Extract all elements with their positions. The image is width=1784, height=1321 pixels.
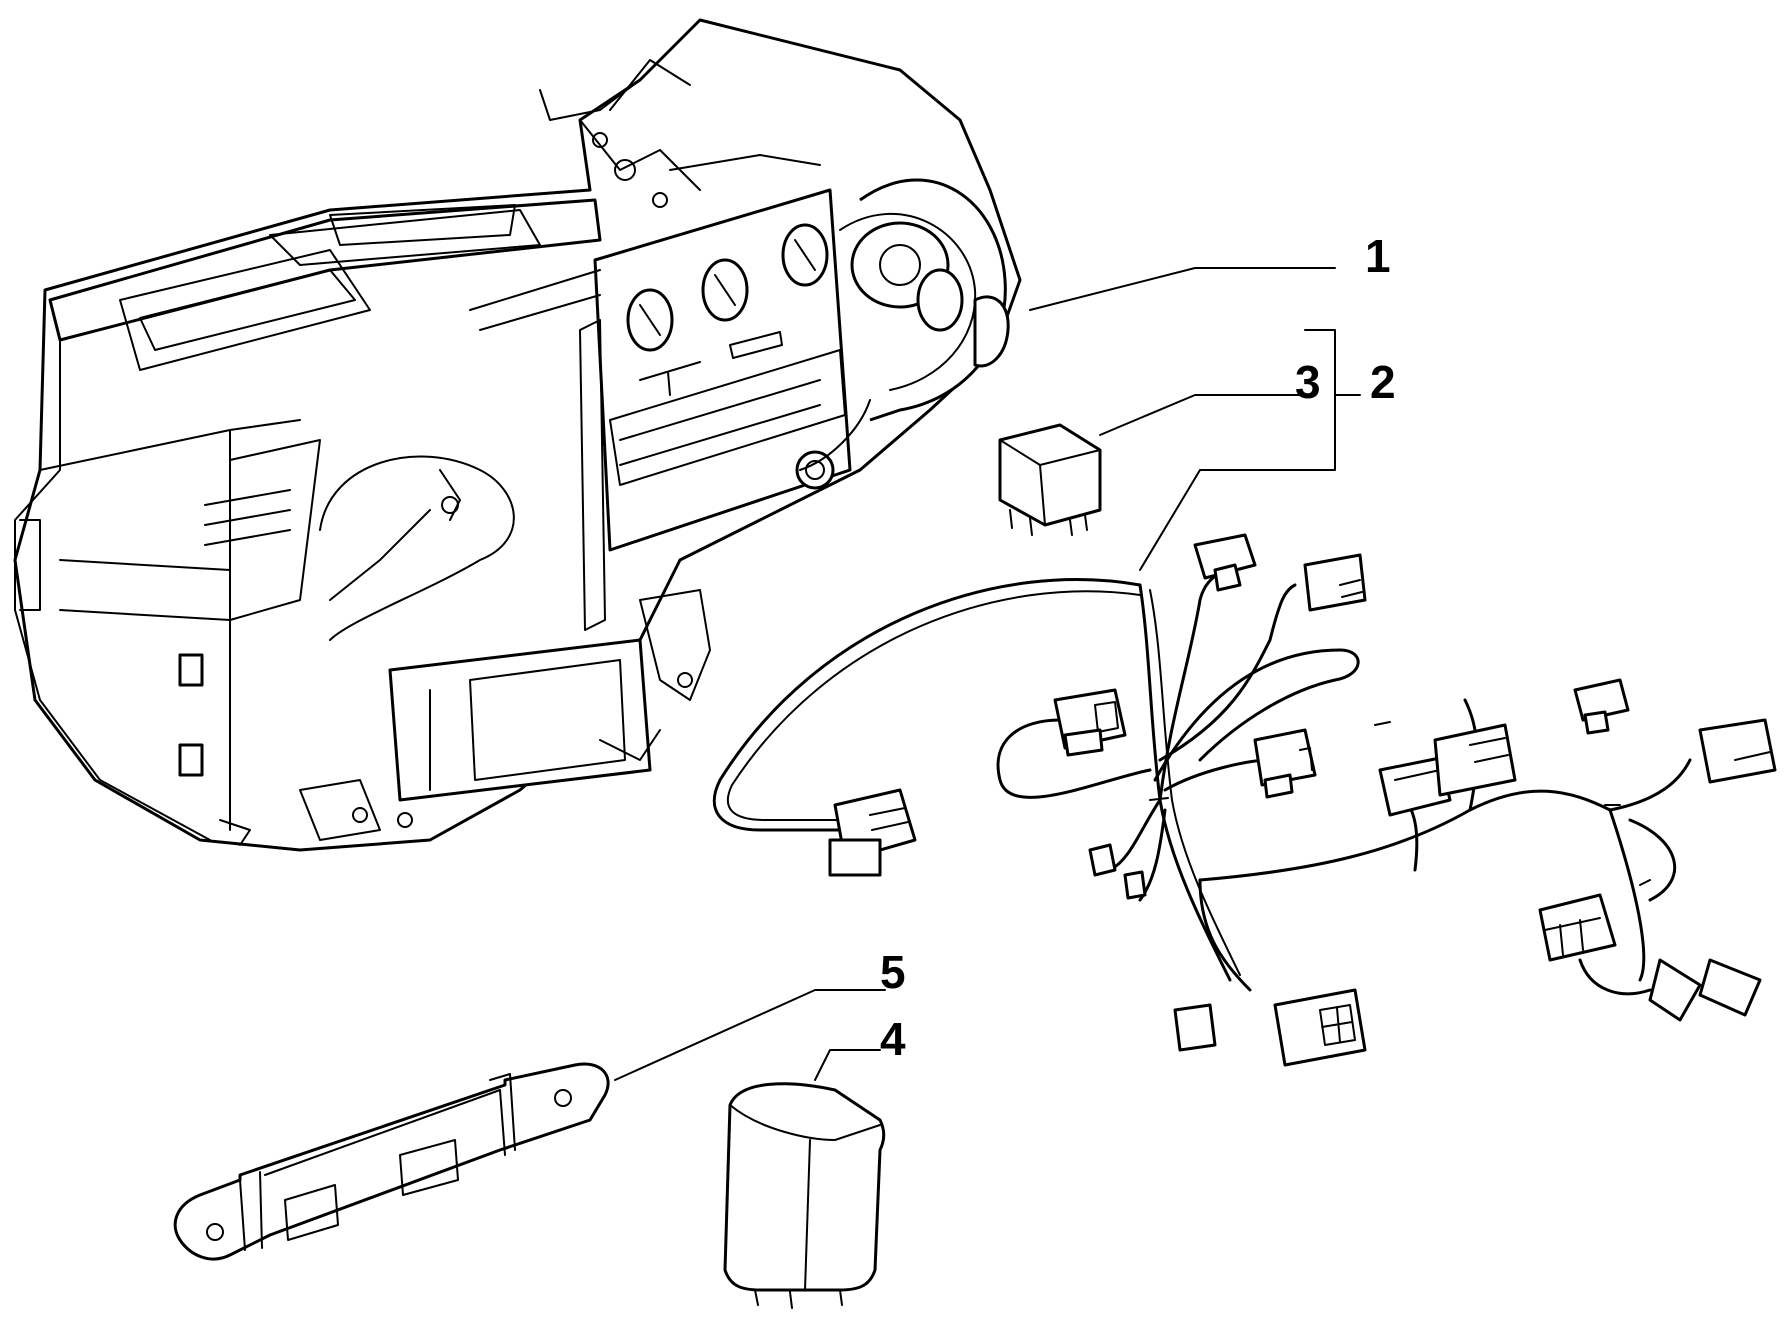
callouts: 1 2 3 4 5: [880, 230, 1396, 1065]
callout-4: 4: [880, 1013, 906, 1065]
leader-line-4: [814, 1049, 881, 1081]
wiring-harness: [712, 533, 1777, 1067]
heater-unit-assembly: [13, 18, 1022, 852]
mounting-bracket: [173, 1062, 610, 1261]
callout-5: 5: [880, 946, 906, 998]
leader-line-3: [1099, 394, 1311, 436]
callout-2: 2: [1370, 356, 1396, 408]
callout-3: 3: [1295, 356, 1321, 408]
relay-small: [998, 423, 1102, 536]
leader-line-1: [1029, 267, 1336, 311]
callout-1: 1: [1365, 230, 1391, 282]
leader-lines: [614, 267, 1361, 1081]
relay-large: [723, 1082, 886, 1309]
leader-bracket-2: [1139, 329, 1336, 571]
leader-line-5: [614, 989, 886, 1081]
